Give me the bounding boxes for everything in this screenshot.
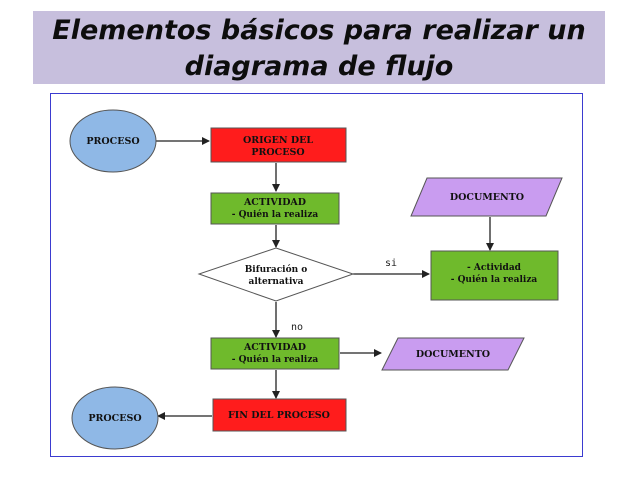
document-bottom-label: DOCUMENTO <box>416 349 490 360</box>
activity-box-right: - Actividad - Quién la realiza <box>430 250 559 301</box>
activity-box-1: ACTIVIDAD - Quién la realiza <box>210 192 340 225</box>
activity-box-right-label-1: - Actividad <box>467 263 522 273</box>
activity-box-2-label-2: - Quién la realiza <box>232 354 319 365</box>
document-bottom: DOCUMENTO <box>381 337 525 371</box>
activity-box-1-label-1: ACTIVIDAD <box>243 197 306 208</box>
slide-title-line-1: Elementos básicos para realizar un <box>52 15 586 46</box>
end-box-label: FIN DEL PROCESO <box>228 410 330 421</box>
process-ellipse-top-label: PROCESO <box>86 136 139 147</box>
origin-box-label-2: PROCESO <box>251 147 304 158</box>
activity-box-1-label-2: - Quién la realiza <box>232 209 319 220</box>
slide-title-line-2: diagrama de flujo <box>184 51 454 82</box>
process-ellipse-bottom: PROCESO <box>71 386 159 450</box>
decision-label-1: Bifuración o <box>245 264 308 275</box>
activity-box-right-label-2: - Quién la realiza <box>451 274 538 285</box>
end-box: FIN DEL PROCESO <box>212 398 347 432</box>
document-top: DOCUMENTO <box>410 177 563 217</box>
slide-title: Elementos básicos para realizar un diagr… <box>33 13 605 85</box>
decision-diamond: Bifuración o alternativa <box>197 247 355 302</box>
process-ellipse-top: PROCESO <box>69 109 157 173</box>
activity-box-2-label-1: ACTIVIDAD <box>243 342 306 353</box>
edge-label-no: no <box>291 322 303 333</box>
decision-label-2: alternativa <box>249 277 304 287</box>
origin-box-label-1: ORIGEN DEL <box>243 135 313 146</box>
activity-box-2: ACTIVIDAD - Quién la realiza <box>210 337 340 370</box>
title-band <box>33 11 605 84</box>
edge-label-si: si <box>385 258 397 269</box>
document-top-label: DOCUMENTO <box>450 192 524 203</box>
origin-box: ORIGEN DEL PROCESO <box>210 127 347 163</box>
process-ellipse-bottom-label: PROCESO <box>88 413 141 424</box>
